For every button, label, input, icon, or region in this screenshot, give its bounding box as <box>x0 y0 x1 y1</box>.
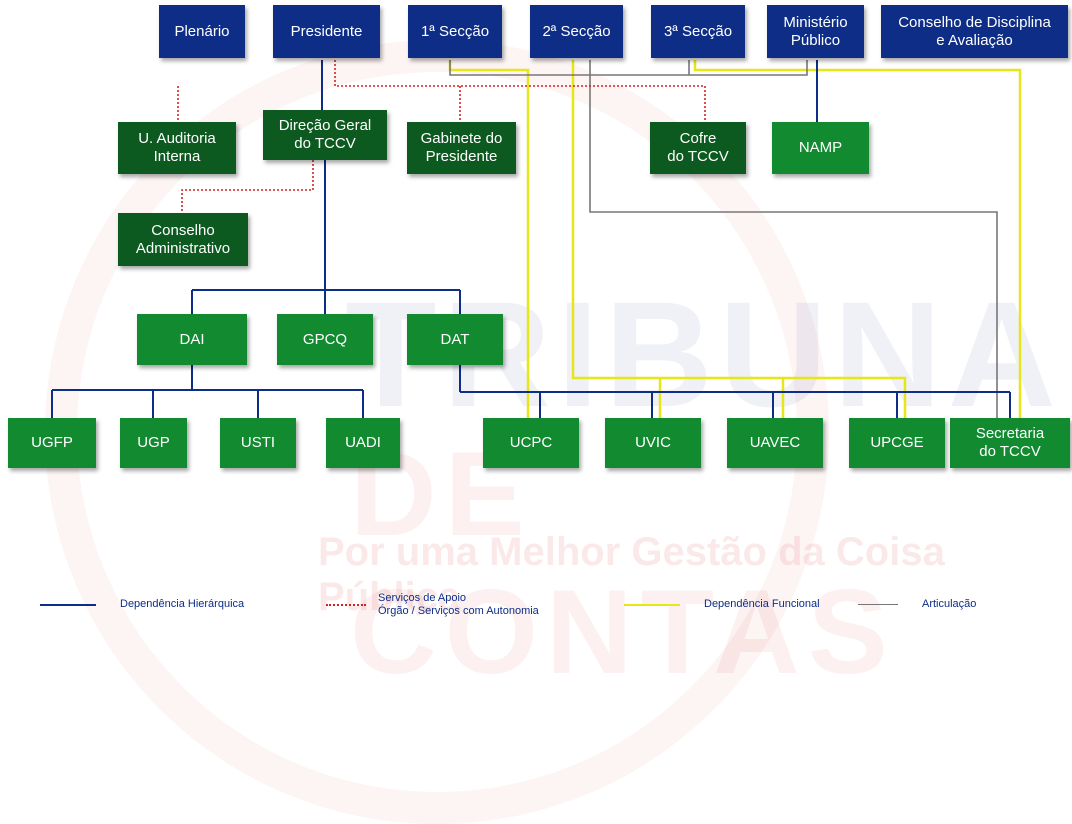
node-dai: DAI <box>137 314 247 365</box>
node-seccao-2: 2ª Secção <box>530 5 623 58</box>
node-presidente: Presidente <box>273 5 380 58</box>
node-ugfp: UGFP <box>8 418 96 468</box>
node-conselho-administrativo: Conselho Administrativo <box>118 213 248 266</box>
legend-swatch-support <box>326 604 366 606</box>
node-uvic: UVIC <box>605 418 701 468</box>
support-line-presidente <box>334 60 706 122</box>
node-ugp: UGP <box>120 418 187 468</box>
connector-lines <box>51 60 1022 420</box>
legend-support: Serviços de Apoio Órgão / Serviços com A… <box>326 592 539 618</box>
functional-line-ministerio-secretaria <box>693 60 1022 420</box>
legend-swatch-functional <box>624 603 680 606</box>
legend-swatch-articulation <box>858 604 898 605</box>
node-conselho-disciplina: Conselho de Disciplina e Avaliação <box>881 5 1068 58</box>
legend-functional: Dependência Funcional <box>624 598 820 611</box>
org-chart: TRIBUNAL DE CONTAS Por uma Melhor Gestão… <box>8 5 1072 824</box>
node-plenario: Plenário <box>159 5 245 58</box>
node-namp: NAMP <box>772 122 869 174</box>
legend-label-hierarchical: Dependência Hierárquica <box>120 598 245 610</box>
node-dat: DAT <box>407 314 503 365</box>
legend-label-functional: Dependência Funcional <box>704 598 820 610</box>
legend-hierarchical: Dependência Hierárquica <box>40 598 244 611</box>
legend-swatch-hierarchical <box>40 603 96 606</box>
node-uavec: UAVEC <box>727 418 823 468</box>
node-seccao-1: 1ª Secção <box>408 5 502 58</box>
legend-label-support: Serviços de Apoio Órgão / Serviços com A… <box>378 592 539 617</box>
node-gpcq: GPCQ <box>277 314 373 365</box>
functional-line-seccao2-units <box>571 60 907 420</box>
node-secretaria: Secretaria do TCCV <box>950 418 1070 468</box>
functional-line-seccao1-ucpc <box>448 60 530 420</box>
node-cofre: Cofre do TCCV <box>650 122 746 174</box>
node-ucpc: UCPC <box>483 418 579 468</box>
legend-label-articulation: Articulação <box>922 598 977 610</box>
node-usti: USTI <box>220 418 296 468</box>
support-line-conselho-admin <box>181 160 314 213</box>
articulation-line-seccoes <box>449 60 808 76</box>
legend-articulation: Articulação <box>858 598 976 611</box>
node-direcao-geral: Direção Geral do TCCV <box>263 110 387 160</box>
node-gabinete-presidente: Gabinete do Presidente <box>407 122 516 174</box>
node-seccao-3: 3ª Secção <box>651 5 745 58</box>
node-auditoria-interna: U. Auditoria Interna <box>118 122 236 174</box>
articulation-line-seccao2-secretaria <box>589 60 998 420</box>
node-uadi: UADI <box>326 418 400 468</box>
node-ministerio-publico: Ministério Público <box>767 5 864 58</box>
node-upcge: UPCGE <box>849 418 945 468</box>
